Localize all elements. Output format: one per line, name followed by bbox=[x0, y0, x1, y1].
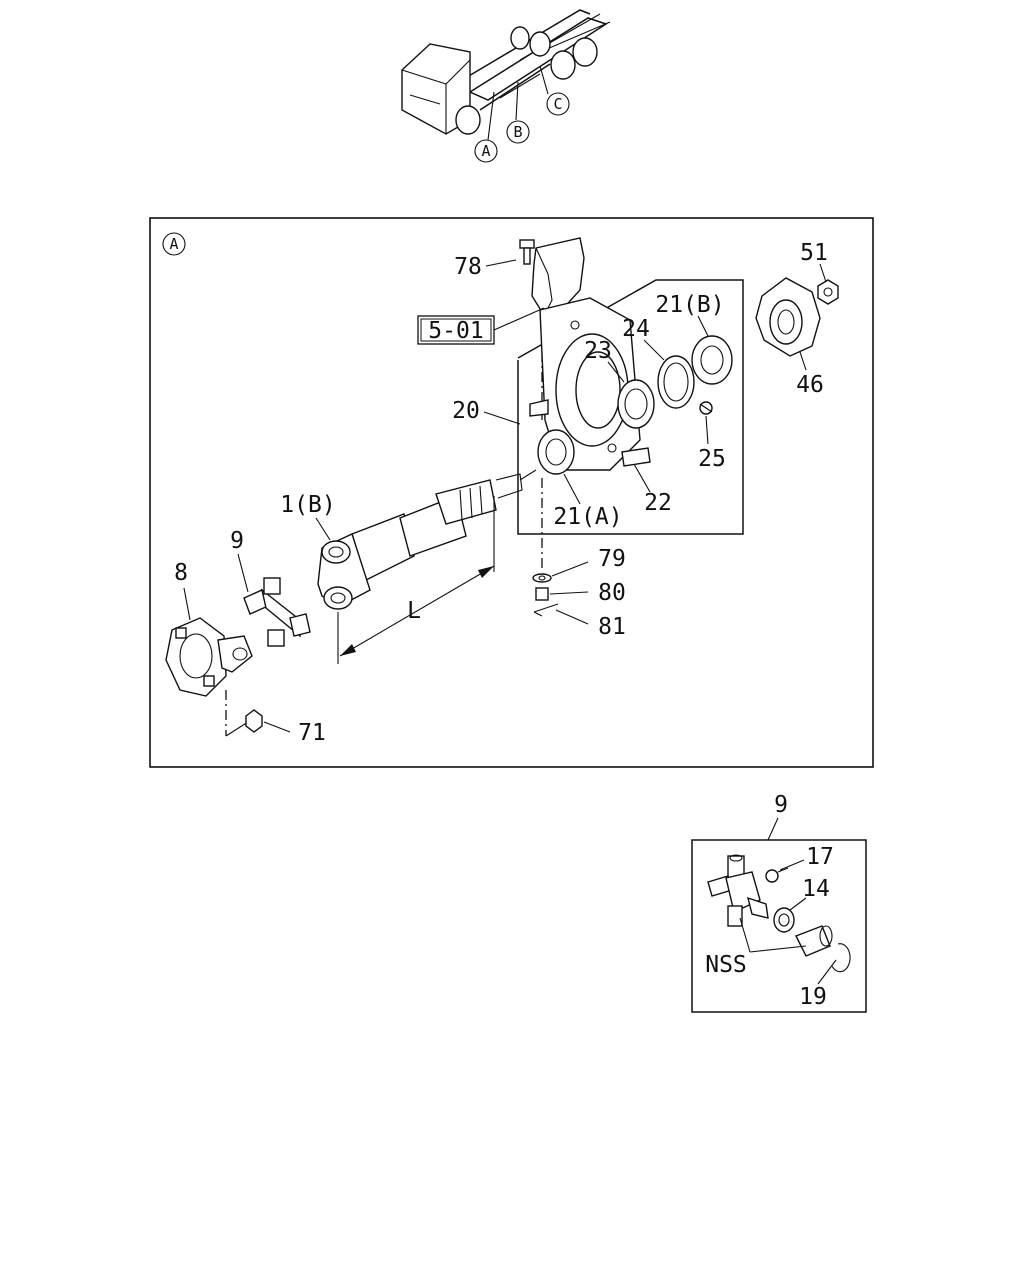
svg-text:A: A bbox=[169, 235, 178, 253]
view-a-marker: A bbox=[162, 232, 186, 256]
callout-21a: 21(A) bbox=[553, 473, 623, 530]
view-a-frame bbox=[149, 217, 874, 768]
callout-8: 8 bbox=[174, 560, 191, 621]
callout-80: 80 bbox=[549, 580, 626, 606]
svg-text:81: 81 bbox=[598, 614, 626, 640]
detail-spider-drawing bbox=[707, 854, 789, 927]
svg-text:NSS: NSS bbox=[705, 952, 747, 978]
callout-d17: 17 bbox=[779, 844, 834, 871]
locator-b: B bbox=[506, 120, 530, 144]
locator-a: A bbox=[474, 139, 498, 163]
svg-text:79: 79 bbox=[598, 546, 626, 572]
callout-79: 79 bbox=[551, 546, 626, 577]
svg-text:19: 19 bbox=[799, 984, 827, 1010]
callout-51: 51 bbox=[800, 240, 828, 283]
svg-text:80: 80 bbox=[598, 580, 626, 606]
bearing-subframe bbox=[517, 279, 744, 535]
svg-text:51: 51 bbox=[800, 240, 828, 266]
svg-text:L: L bbox=[407, 598, 421, 624]
svg-text:20: 20 bbox=[452, 398, 480, 424]
callout-d19: 19 bbox=[799, 959, 837, 1010]
svg-text:9: 9 bbox=[774, 792, 788, 818]
svg-text:78: 78 bbox=[454, 254, 482, 280]
svg-text:25: 25 bbox=[698, 446, 726, 472]
svg-text:22: 22 bbox=[644, 490, 672, 516]
svg-text:8: 8 bbox=[174, 560, 188, 586]
callout-25: 25 bbox=[698, 415, 726, 472]
callout-22: 22 bbox=[633, 463, 672, 516]
callout-81: 81 bbox=[555, 609, 626, 640]
callout-71: 71 bbox=[263, 720, 326, 746]
flange-8-drawing bbox=[165, 617, 253, 737]
universal-joint-drawing bbox=[243, 577, 311, 647]
callout-20: 20 bbox=[452, 398, 521, 425]
locator-c: C bbox=[546, 92, 570, 116]
nut-51-drawing bbox=[817, 279, 839, 305]
seal-21b-drawing bbox=[691, 335, 733, 385]
center-bearing-housing bbox=[529, 297, 651, 471]
svg-text:21(A): 21(A) bbox=[553, 504, 622, 530]
seal-21a-drawing bbox=[537, 429, 575, 475]
bracket-drawing bbox=[519, 237, 585, 420]
svg-text:B: B bbox=[513, 123, 522, 141]
svg-text:71: 71 bbox=[298, 720, 326, 746]
svg-text:1(B): 1(B) bbox=[280, 492, 335, 518]
svg-text:9: 9 bbox=[230, 528, 244, 554]
callout-1b: 1(B) bbox=[280, 492, 336, 541]
fastener-stack-drawing bbox=[532, 478, 559, 617]
callout-9: 9 bbox=[230, 528, 249, 593]
detail-bearing-cup-drawing bbox=[773, 907, 833, 957]
svg-text:23: 23 bbox=[584, 338, 612, 364]
flange-46-drawing bbox=[755, 277, 821, 357]
svg-text:14: 14 bbox=[802, 876, 830, 902]
callout-23: 23 bbox=[584, 338, 625, 383]
bearing-23-drawing bbox=[617, 379, 655, 429]
detail-title: 9 bbox=[767, 792, 788, 841]
dimension-l: L bbox=[337, 496, 495, 664]
svg-text:17: 17 bbox=[806, 844, 834, 870]
svg-text:5-01: 5-01 bbox=[428, 318, 483, 344]
callout-21b: 21(B) bbox=[655, 292, 725, 337]
svg-text:21(B): 21(B) bbox=[655, 292, 724, 318]
svg-text:24: 24 bbox=[622, 316, 650, 342]
svg-text:46: 46 bbox=[796, 372, 824, 398]
ring-24-drawing bbox=[657, 355, 695, 409]
ref-box-5-01: 5-01 bbox=[417, 307, 545, 345]
callout-78: 78 bbox=[454, 254, 517, 280]
callout-dnss: NSS bbox=[705, 917, 807, 978]
callout-46: 46 bbox=[796, 351, 824, 398]
truck-overview-drawing bbox=[401, 9, 611, 141]
svg-text:A: A bbox=[481, 142, 490, 160]
detail-frame bbox=[691, 839, 867, 1013]
detail-snap-ring-drawing bbox=[831, 943, 851, 973]
svg-text:C: C bbox=[553, 95, 562, 113]
callout-d14: 14 bbox=[789, 876, 830, 911]
callout-24: 24 bbox=[622, 316, 665, 361]
propeller-shaft-drawing bbox=[317, 469, 537, 610]
grease-nipple-25-drawing bbox=[699, 401, 713, 415]
nut-71-drawing bbox=[245, 709, 263, 733]
